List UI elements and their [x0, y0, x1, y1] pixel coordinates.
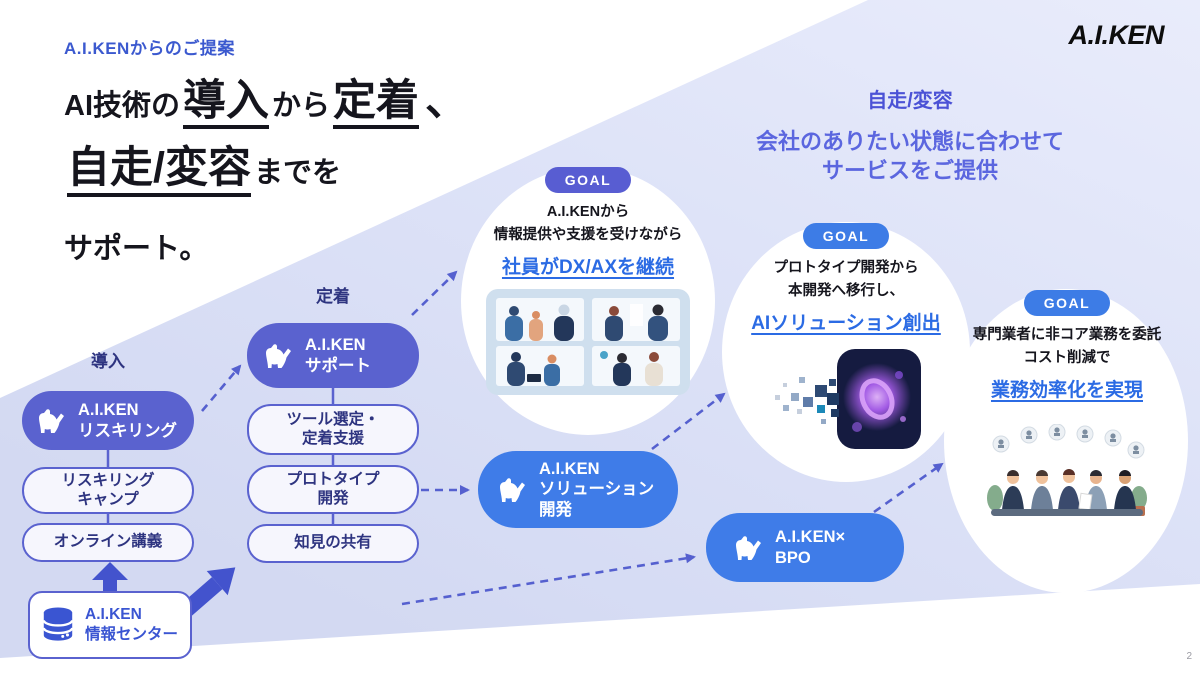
dog-icon — [262, 342, 296, 370]
item-knowledge-sharing: 知見の共有 — [247, 524, 419, 563]
pill-text: サポート — [305, 356, 371, 375]
goal-circle-3 — [944, 289, 1188, 593]
brand-logo: A.I.KEN — [1068, 20, 1164, 50]
item-online-lecture: オンライン講義 — [22, 523, 194, 562]
stage-label-settle: 定着 — [316, 287, 350, 306]
goal-badge: GOAL — [1024, 290, 1110, 316]
right-heading-line1: 会社のありたい状態に合わせて — [755, 129, 1064, 154]
pill-text: A.I.KEN — [78, 401, 139, 420]
stage-label-jisou-henyou: 自走/変容 — [867, 90, 953, 112]
stage-label-intro: 導入 — [91, 352, 125, 371]
pill-text: BPO — [775, 548, 811, 567]
right-heading: 自走/変容 会社のありたい状態に合わせて サービスをご提供 — [700, 84, 1120, 185]
item-tool-selection-support: ツール選定・定着支援 — [247, 404, 419, 455]
goal-block-1: GOAL A.I.KENから 情報提供や支援を受けながら 社員がDX/AXを継続 — [461, 167, 715, 400]
goal2-text-line1: プロトタイプ開発から — [773, 260, 919, 276]
bpo-team-illustration — [942, 423, 1192, 534]
goal-badge: GOAL — [803, 223, 889, 249]
goal-badge: GOAL — [545, 167, 631, 193]
goal1-text-line2: 情報提供や支援を受けながら — [493, 227, 683, 244]
goal-block-2: GOAL プロトタイプ開発から 本開発へ移行し、 AIソリューション創出 — [722, 223, 970, 454]
pill-text: A.I.KEN× — [775, 528, 846, 547]
meeting-grid-illustration — [461, 289, 715, 400]
pill-aiken-bpo: A.I.KEN×BPO — [706, 513, 904, 582]
dashed-flow-arrows — [201, 270, 944, 606]
goal3-text-line1: 専門業者に非コア業務を委託 — [972, 327, 1162, 343]
pill-text: 開発 — [539, 500, 572, 519]
dog-icon — [732, 534, 766, 562]
goal2-text-line2: 本開発へ移行し、 — [788, 283, 904, 300]
right-heading-line2: サービスをご提供 — [821, 157, 998, 183]
pill-text: リスキリング — [78, 421, 177, 440]
goal-block-3: GOAL 専門業者に非コア業務を委託 コスト削減で 業務効率化を実現 — [942, 290, 1192, 534]
pill-text: A.I.KEN — [305, 336, 366, 355]
item-prototype-dev: プロトタイプ開発 — [247, 465, 419, 514]
goal1-text-line1: A.I.KENから — [546, 204, 630, 220]
goal3-text-line2: コスト削減で — [1023, 350, 1111, 367]
column-connectors — [106, 388, 335, 525]
title-line-2: 自走/変容までを — [64, 145, 471, 197]
title-line-1: AI技術の導入から定着、 — [64, 78, 471, 130]
ai-solution-illustration — [722, 349, 970, 454]
database-icon — [42, 607, 74, 641]
page-number: 2 — [1186, 651, 1192, 662]
goal1-highlight: 社員がDX/AXを継続 — [501, 257, 675, 279]
goal3-highlight: 業務効率化を実現 — [990, 380, 1143, 402]
goal2-highlight: AIソリューション創出 — [751, 313, 941, 335]
dog-icon — [35, 407, 69, 435]
dog-icon — [496, 476, 530, 504]
pill-text: ソリューション — [539, 480, 655, 499]
pill-text: A.I.KEN — [539, 460, 600, 479]
item-reskilling-camp: リスキリングキャンプ — [22, 467, 194, 514]
slide-subtitle: A.I.KENからのご提案 — [64, 39, 235, 58]
title-line-3: サポート。 — [64, 232, 209, 265]
slide-title: AI技術の導入から定着、 自走/変容までを サポート。 — [64, 78, 471, 283]
